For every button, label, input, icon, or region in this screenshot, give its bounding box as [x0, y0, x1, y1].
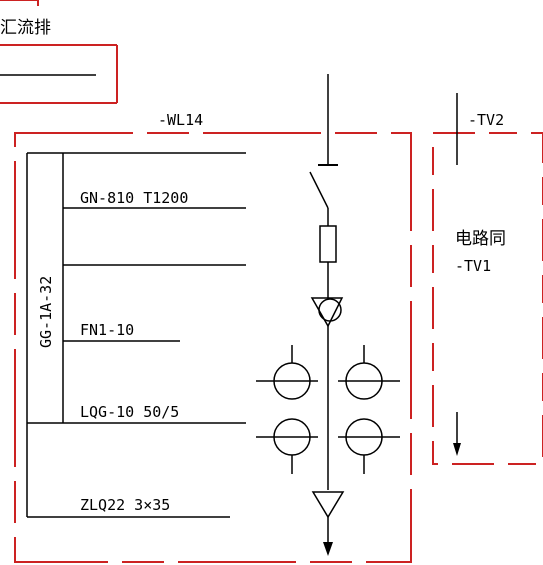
busbar-box [0, 0, 118, 104]
busbar-label: 汇流排 [0, 18, 51, 38]
tv-box-line1: 电路同 [455, 229, 506, 249]
cable-head-icon [311, 491, 345, 519]
disconnector-model-label: GN-810 T1200 [80, 189, 188, 207]
load-switch-triangle-icon [310, 297, 344, 328]
cable-model-label: ZLQ22 3×35 [80, 496, 170, 514]
tv-top-label: -TV2 [468, 111, 504, 129]
equipment-table [26, 152, 246, 518]
cabinet-frame [14, 132, 412, 563]
tv-box-line2: -TV1 [455, 257, 491, 275]
outgoing-arrow-icon [323, 542, 333, 556]
tv-arrow-icon [453, 443, 461, 456]
load-switch-model-label: FN1-10 [80, 321, 134, 339]
circuit-spine [309, 74, 345, 545]
fuse-icon [319, 225, 337, 263]
current-transformer-group [256, 345, 400, 474]
disconnector-blade-icon [309, 171, 329, 209]
cabinet-type-label: GG-1A-32 [37, 276, 55, 348]
tv-box-frame [432, 132, 543, 465]
load-switch-circle-icon [318, 298, 342, 322]
circuit-id-label: -WL14 [158, 111, 203, 129]
current-transformer-model-label: LQG-10 50/5 [80, 403, 179, 421]
